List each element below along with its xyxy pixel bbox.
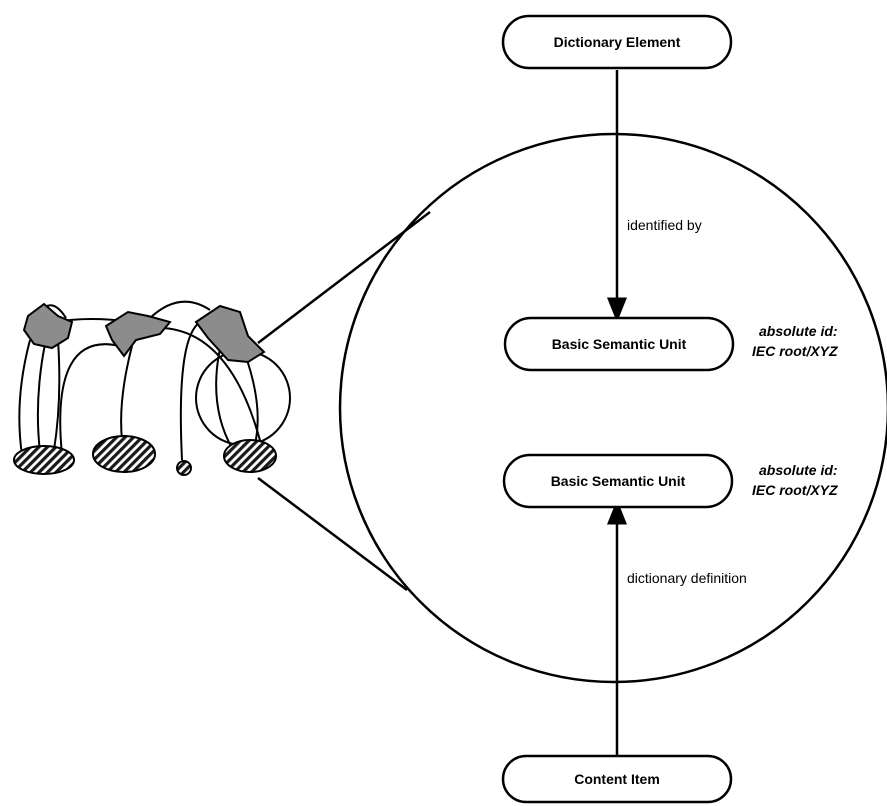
label-dictionary-definition: dictionary definition bbox=[627, 570, 747, 586]
node-content-item: Content Item bbox=[501, 754, 733, 804]
label-identified-by: identified by bbox=[627, 217, 702, 233]
network-node-bottom-4 bbox=[223, 439, 277, 473]
node-dictionary-element: Dictionary Element bbox=[501, 14, 733, 70]
node-content-item-label: Content Item bbox=[574, 771, 660, 787]
annotation-top-line2: IEC root/XYZ bbox=[752, 343, 838, 359]
network-node-bottom-3 bbox=[176, 460, 192, 476]
network-node-top-2 bbox=[104, 310, 172, 358]
annotation-top-line1: absolute id: bbox=[759, 323, 838, 339]
node-basic-semantic-unit-bottom: Basic Semantic Unit bbox=[502, 453, 734, 509]
network-node-top-1 bbox=[22, 302, 74, 350]
network-node-bottom-2 bbox=[92, 435, 156, 473]
node-basic-semantic-unit-bottom-label: Basic Semantic Unit bbox=[551, 473, 686, 489]
node-basic-semantic-unit-top-label: Basic Semantic Unit bbox=[552, 336, 687, 352]
zoom-line-bottom bbox=[257, 477, 408, 591]
network-node-top-3 bbox=[194, 304, 266, 364]
node-basic-semantic-unit-top: Basic Semantic Unit bbox=[503, 316, 735, 372]
network-node-bottom-1 bbox=[13, 445, 75, 475]
annotation-bottom-line2: IEC root/XYZ bbox=[752, 482, 838, 498]
focus-circle bbox=[195, 350, 291, 446]
node-dictionary-element-label: Dictionary Element bbox=[554, 34, 681, 50]
annotation-bottom-line1: absolute id: bbox=[759, 462, 838, 478]
magnifier-circle bbox=[338, 132, 887, 684]
